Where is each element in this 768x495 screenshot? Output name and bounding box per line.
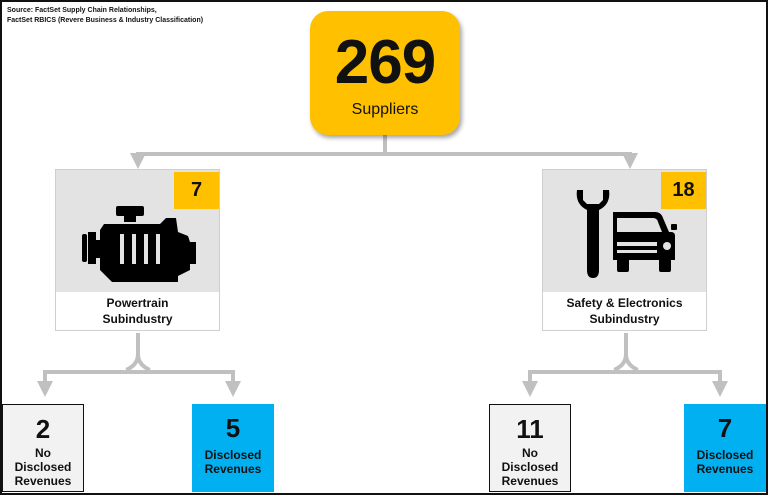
- powertrain-no-disclosed-revenues-box: 2 No Disclosed Revenues: [2, 404, 84, 492]
- suppliers-total-label: Suppliers: [351, 101, 419, 118]
- safety-electronics-label: Safety & Electronics Subindustry: [543, 292, 706, 330]
- leaf-text: No Disclosed Revenues: [3, 446, 83, 488]
- safety-electronics-supplier-count: 18: [661, 172, 706, 209]
- connector-right: [528, 333, 722, 374]
- leaf-value: 11: [516, 414, 544, 444]
- leaf-text-line: Revenues: [696, 462, 754, 476]
- safety-electronics-label-line-2: Subindustry: [589, 312, 660, 326]
- powertrain-subindustry-box: 7 Powertrain Subindustry: [55, 169, 220, 331]
- leaf-value: 5: [225, 413, 241, 443]
- suppliers-total-value: 269: [334, 28, 436, 97]
- source-line-1: Source: FactSet Supply Chain Relationshi…: [7, 7, 157, 14]
- leaf-text: Disclosed Revenues: [192, 448, 274, 476]
- leaf-value: 2: [35, 414, 51, 444]
- leaf-text-line: Revenues: [204, 462, 262, 476]
- source-line-2: FactSet RBICS (Revere Business & Industr…: [7, 17, 204, 24]
- wrench-car-icon: [576, 190, 677, 278]
- safety-electronics-subindustry-box: 18 Safety & Electronics Subindustry: [542, 169, 707, 331]
- leaf-value: 7: [717, 413, 733, 443]
- leaf-text-line: Disclosed: [696, 448, 754, 462]
- connector-left: [43, 333, 235, 374]
- connector-top: [136, 134, 632, 156]
- powertrain-label-line-1: Powertrain: [106, 296, 169, 310]
- leaf-text-line: Disclosed: [501, 460, 559, 474]
- leaf-text: Disclosed Revenues: [684, 448, 766, 476]
- leaf-text-line: No: [522, 446, 538, 460]
- suppliers-total-box: 269 Suppliers: [310, 11, 460, 135]
- powertrain-supplier-count: 7: [174, 172, 219, 209]
- source-note: Source: FactSet Supply Chain Relationshi…: [7, 6, 203, 26]
- powertrain-label: Powertrain Subindustry: [56, 292, 219, 330]
- safety-electronics-disclosed-revenues-box: 7 Disclosed Revenues: [684, 404, 766, 492]
- safety-electronics-no-disclosed-revenues-box: 11 No Disclosed Revenues: [489, 404, 571, 492]
- powertrain-label-line-2: Subindustry: [102, 312, 173, 326]
- leaf-text-line: Disclosed: [204, 448, 262, 462]
- leaf-text-line: No: [35, 446, 51, 460]
- leaf-text-line: Disclosed: [14, 460, 72, 474]
- leaf-text-line: Revenues: [14, 474, 72, 488]
- powertrain-disclosed-revenues-box: 5 Disclosed Revenues: [192, 404, 274, 492]
- engine-icon: [82, 206, 196, 282]
- leaf-text-line: Revenues: [501, 474, 559, 488]
- leaf-text: No Disclosed Revenues: [490, 446, 570, 488]
- safety-electronics-label-line-1: Safety & Electronics: [566, 296, 683, 310]
